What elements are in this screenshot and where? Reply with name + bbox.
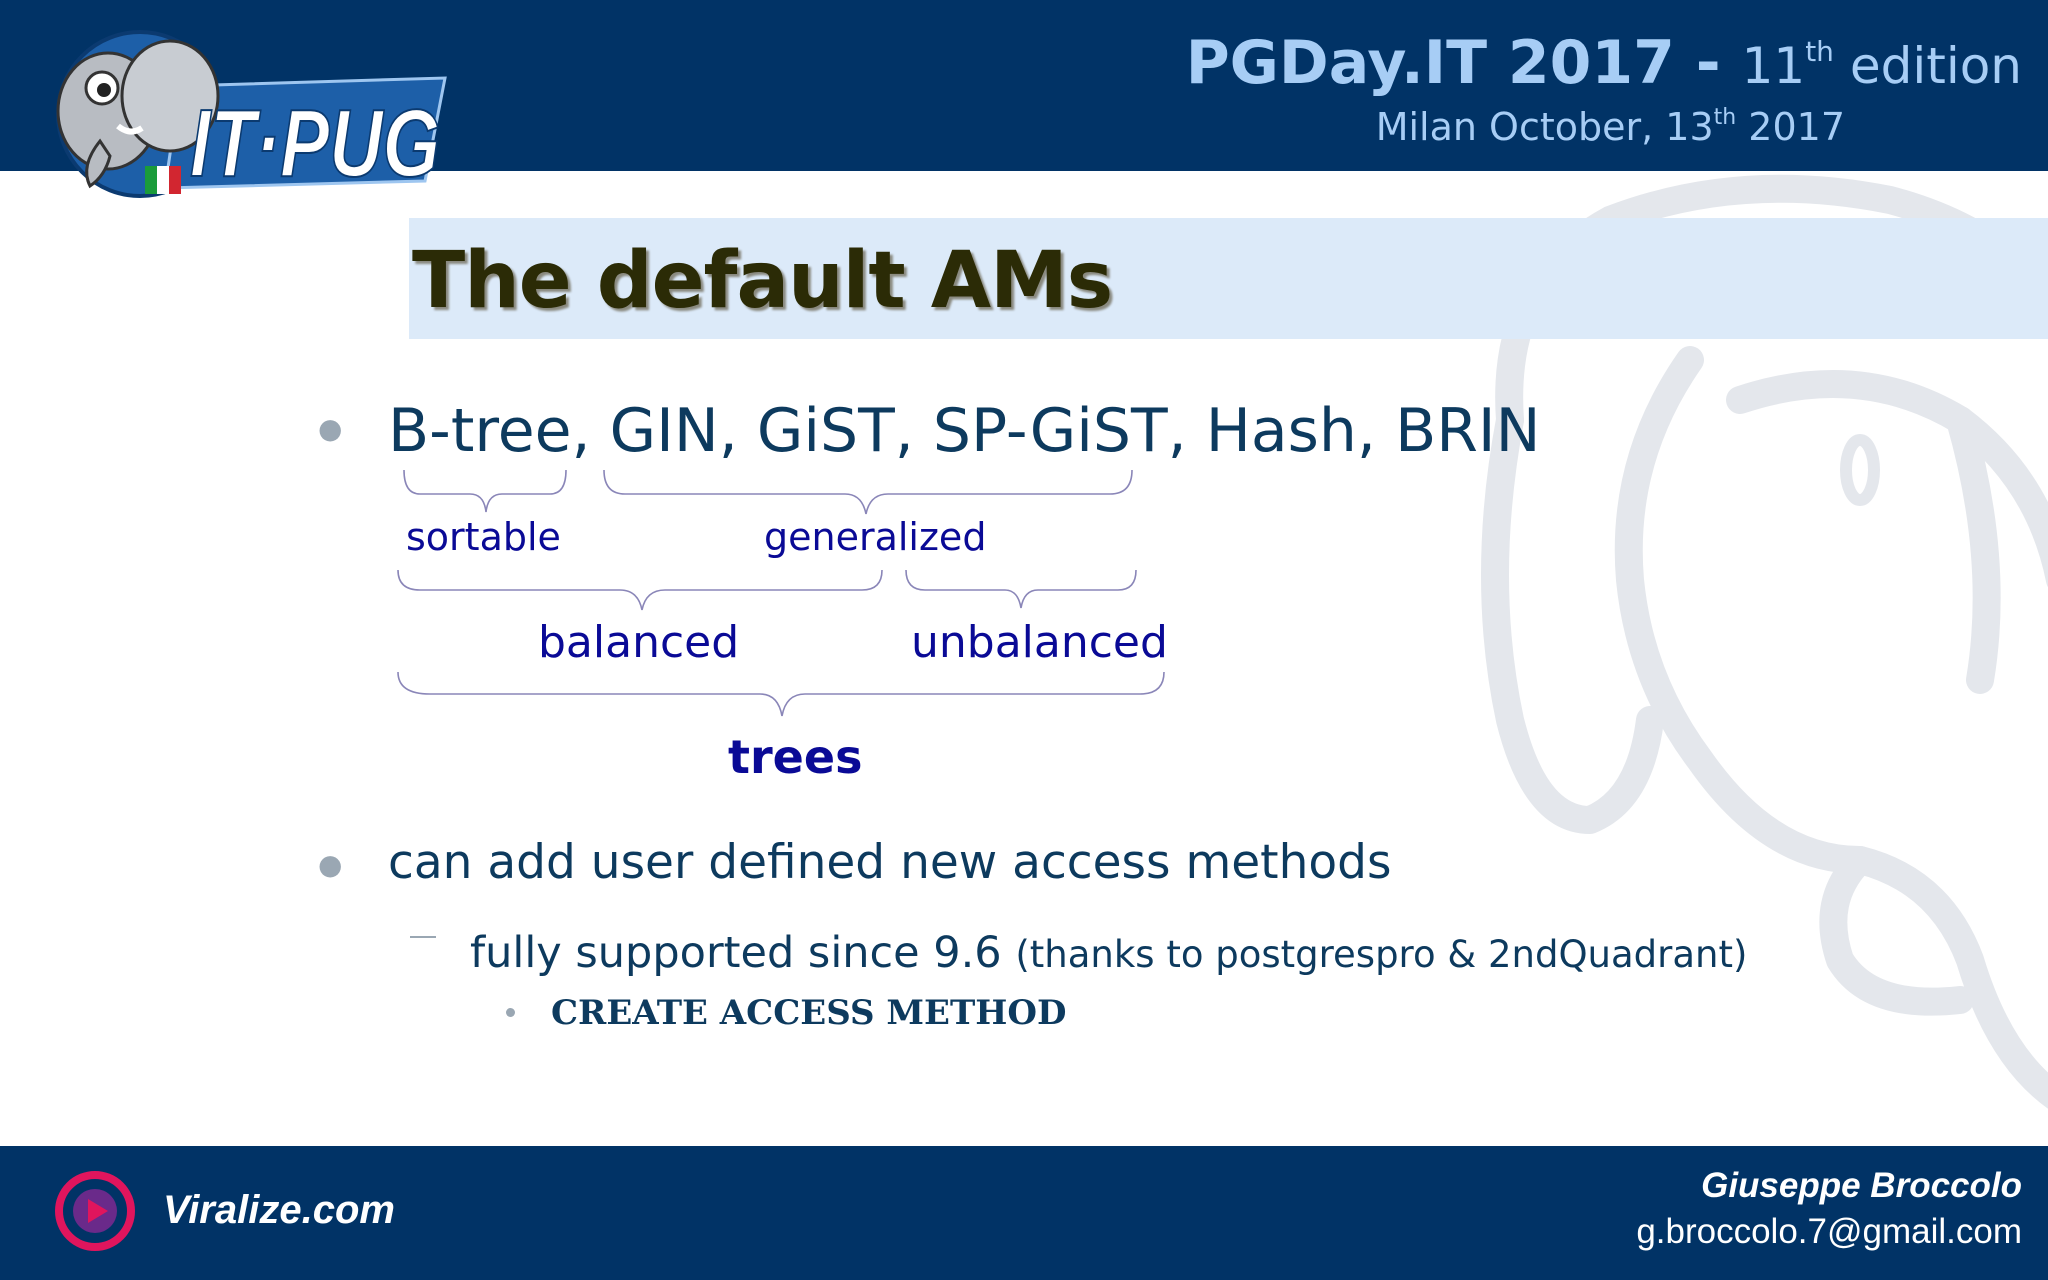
- slide-title: The default AMs: [412, 236, 1113, 326]
- sub-bullet-supported: fully supported since 9.6 (thanks to pos…: [470, 928, 1748, 978]
- brace-balanced: [397, 569, 883, 611]
- title-bar: [409, 218, 2048, 339]
- brace-unbalanced: [905, 569, 1137, 609]
- sub-bullet-dash: [410, 936, 436, 938]
- brace-generalized: [603, 469, 1133, 515]
- label-trees: trees: [728, 730, 863, 784]
- bullet-user-defined: can add user defined new access methods: [388, 835, 1392, 890]
- label-unbalanced: unbalanced: [911, 617, 1168, 668]
- itpug-logo-text: IT·PUG: [190, 90, 440, 197]
- sub-sub-bullet-command: CREATE ACCESS METHOD: [551, 993, 1067, 1033]
- itpug-logo: IT·PUG: [56, 30, 447, 198]
- postgres-watermark-icon: [1481, 174, 2048, 1109]
- footer-email: g.broccolo.7@gmail.com: [1636, 1212, 2022, 1251]
- label-generalized: generalized: [764, 515, 987, 559]
- sub-sub-bullet-dot: [506, 1008, 515, 1017]
- label-sortable: sortable: [406, 515, 561, 559]
- viralize-logo-icon: [55, 1171, 135, 1251]
- bullet-dot: ●: [318, 412, 343, 445]
- event-title: PGDay.IT 2017 - 11th edition: [1185, 28, 2022, 98]
- brace-trees: [397, 671, 1165, 717]
- footer-author: Giuseppe Broccolo: [1701, 1166, 2022, 1205]
- brace-sortable: [403, 469, 567, 513]
- footer-bar: [0, 1146, 2048, 1280]
- footer-site: Viralize.com: [163, 1188, 395, 1232]
- event-date: Milan October, 13th 2017: [1375, 105, 1845, 149]
- label-balanced: balanced: [538, 617, 740, 668]
- bullet-dot: ●: [318, 848, 343, 881]
- bullet-access-methods: B-tree, GIN, GiST, SP-GiST, Hash, BRIN: [388, 396, 1541, 466]
